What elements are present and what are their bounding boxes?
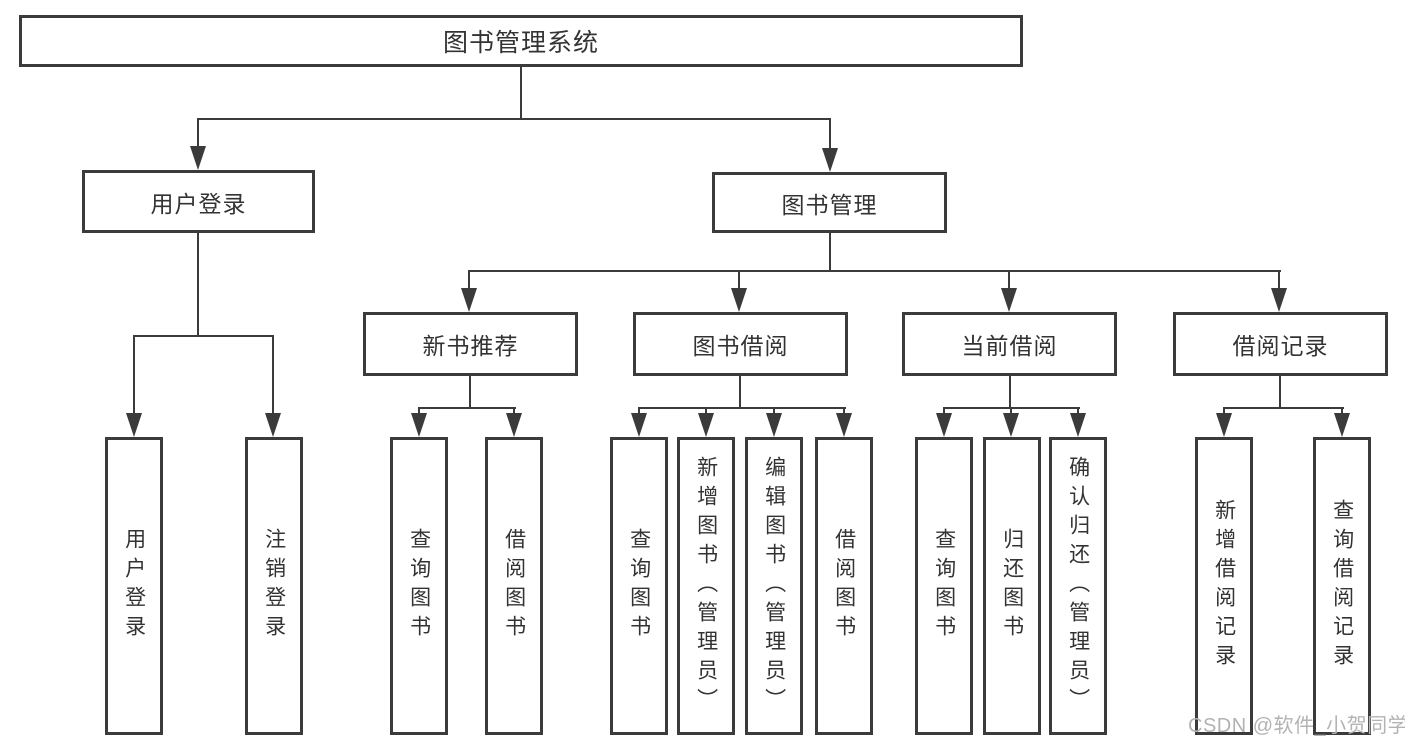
connector-line	[1010, 407, 1012, 417]
leaf-label: 新增借阅记录	[1212, 499, 1236, 673]
leaf-label: 确认归还（管理员）	[1066, 455, 1090, 717]
arrow-down-icon	[126, 413, 142, 437]
leaf-label: 查询图书	[407, 528, 431, 644]
leaf-label: 编辑图书（管理员）	[762, 455, 786, 717]
connector-line	[272, 335, 274, 415]
connector-line	[469, 376, 471, 409]
arrow-down-icon	[1334, 413, 1350, 437]
arrow-down-icon	[411, 413, 427, 437]
node-current-borrowing: 当前借阅	[902, 312, 1117, 376]
leaf-logout: 注销登录	[245, 437, 303, 735]
arrow-down-icon	[1003, 413, 1019, 437]
connector-line	[739, 376, 741, 409]
connector-line	[1009, 376, 1011, 409]
leaf-label: 查询图书	[932, 528, 956, 644]
connector-line	[197, 233, 199, 337]
arrow-down-icon	[936, 413, 952, 437]
node-new-book-recommend: 新书推荐	[363, 312, 578, 376]
connector-line	[1008, 270, 1010, 292]
leaf-label: 注销登录	[262, 528, 286, 644]
arrow-down-icon	[190, 146, 206, 170]
leaf-label: 归还图书	[1000, 528, 1024, 644]
leaf-query-books-current: 查询图书	[915, 437, 973, 735]
connector-line	[418, 407, 420, 417]
arrow-down-icon	[1070, 413, 1086, 437]
connector-line	[829, 118, 831, 152]
connector-line	[1279, 376, 1281, 409]
arrow-down-icon	[822, 148, 838, 172]
arrow-down-icon	[836, 413, 852, 437]
leaf-label: 借阅图书	[832, 528, 856, 644]
leaf-label: 查询借阅记录	[1330, 499, 1354, 673]
leaf-query-books-recommend: 查询图书	[390, 437, 448, 735]
leaf-confirm-return-admin: 确认归还（管理员）	[1049, 437, 1107, 735]
arrow-down-icon	[731, 288, 747, 312]
connector-line	[1223, 407, 1344, 409]
node-library-management-system: 图书管理系统	[19, 15, 1023, 67]
arrow-down-icon	[1001, 288, 1017, 312]
leaf-borrow-books-recommend: 借阅图书	[485, 437, 543, 735]
connector-line	[1223, 407, 1225, 417]
connector-line	[1341, 407, 1343, 417]
leaf-edit-books-admin: 编辑图书（管理员）	[745, 437, 803, 735]
connector-line	[773, 407, 775, 417]
leaf-query-borrow-record: 查询借阅记录	[1313, 437, 1371, 735]
leaf-borrow-books: 借阅图书	[815, 437, 873, 735]
connector-line	[843, 407, 845, 417]
arrow-down-icon	[506, 413, 522, 437]
connector-line	[705, 407, 707, 417]
arrow-down-icon	[1216, 413, 1232, 437]
arrow-down-icon	[631, 413, 647, 437]
connector-line	[133, 335, 135, 415]
connector-line	[197, 118, 199, 150]
connector-line	[468, 270, 470, 292]
leaf-return-books: 归还图书	[983, 437, 1041, 735]
leaf-label: 用户登录	[122, 528, 146, 644]
leaf-label: 新增图书（管理员）	[694, 455, 718, 717]
connector-line	[638, 407, 640, 417]
connector-line	[1278, 270, 1280, 292]
connector-line	[520, 67, 522, 118]
node-borrowing-records: 借阅记录	[1173, 312, 1388, 376]
connector-line	[829, 233, 831, 272]
node-book-management: 图书管理	[712, 172, 947, 233]
connector-line	[133, 335, 274, 337]
connector-line	[468, 270, 1281, 272]
node-user-login: 用户登录	[82, 170, 315, 233]
arrow-down-icon	[766, 413, 782, 437]
arrow-down-icon	[698, 413, 714, 437]
connector-line	[1077, 407, 1079, 417]
connector-line	[638, 407, 846, 409]
leaf-user-login: 用户登录	[105, 437, 163, 735]
connector-line	[943, 407, 945, 417]
arrow-down-icon	[461, 288, 477, 312]
leaf-label: 借阅图书	[502, 528, 526, 644]
connector-line	[738, 270, 740, 292]
arrow-down-icon	[265, 413, 281, 437]
leaf-add-borrow-record: 新增借阅记录	[1195, 437, 1253, 735]
connector-line	[513, 407, 515, 417]
node-book-borrowing: 图书借阅	[633, 312, 848, 376]
connector-line	[418, 407, 516, 409]
csdn-watermark: CSDN @软件_小贺同学	[1188, 715, 1405, 737]
connector-line	[197, 118, 831, 120]
leaf-add-books-admin: 新增图书（管理员）	[677, 437, 735, 735]
leaf-label: 查询图书	[627, 528, 651, 644]
leaf-query-books-borrowing: 查询图书	[610, 437, 668, 735]
arrow-down-icon	[1271, 288, 1287, 312]
